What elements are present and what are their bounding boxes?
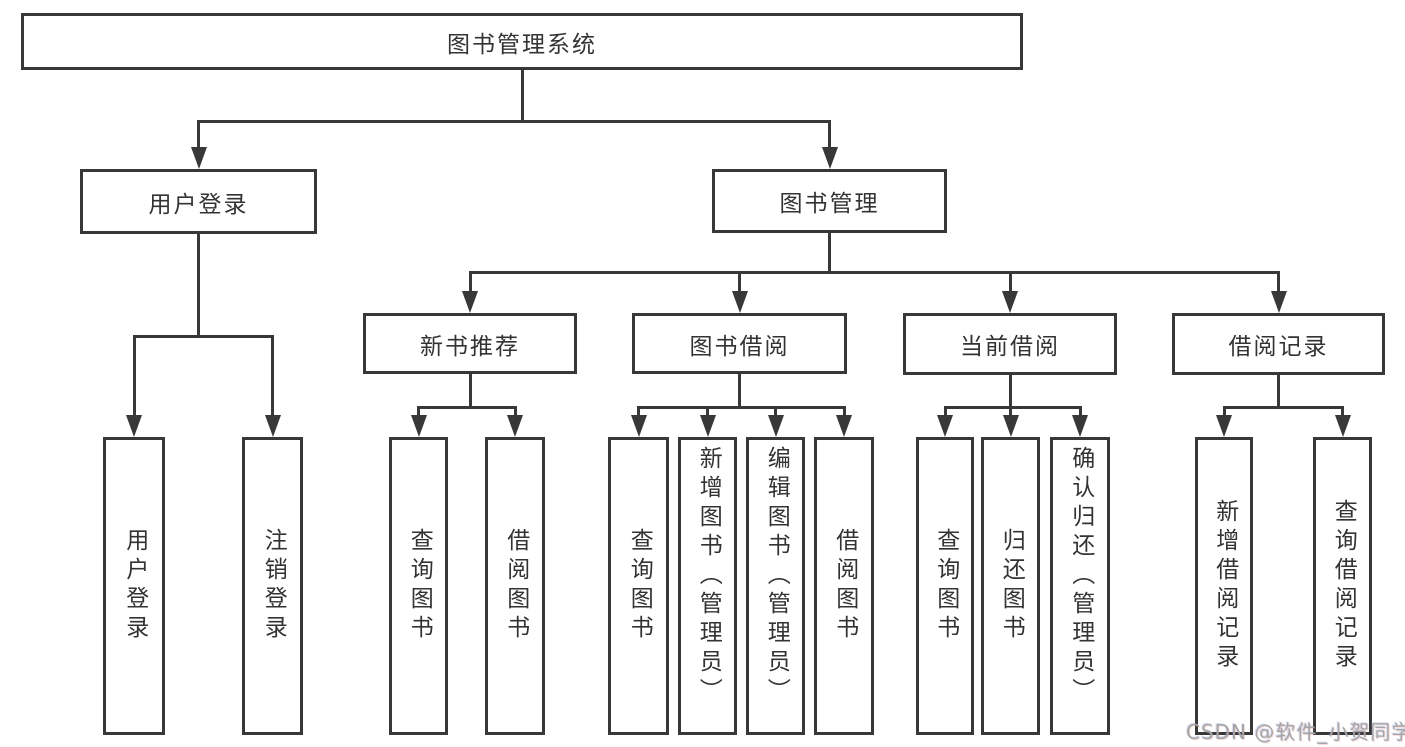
connector-line (738, 374, 741, 406)
connector-arrowhead (126, 415, 142, 437)
connector-line (513, 406, 517, 417)
connector-arrowhead (264, 415, 281, 437)
connector-arrowhead (507, 415, 523, 437)
connector-arrowhead (462, 291, 478, 313)
node-label: 图书管理 (779, 191, 880, 217)
connector-line (417, 406, 420, 417)
connector-line (738, 271, 741, 293)
connector-arrowhead (410, 415, 427, 437)
leaf-label: 借阅图书 (831, 528, 858, 644)
connector-line (1222, 406, 1344, 409)
connector-arrowhead (1334, 415, 1351, 437)
connector-line (197, 234, 200, 335)
leaf-label: 确认归还（管理员） (1067, 446, 1094, 707)
leaf-label: 查询图书 (932, 528, 959, 644)
node-label: 图书管理系统 (447, 31, 597, 58)
connector-line (132, 335, 136, 417)
leaf-label: 注销登录 (260, 528, 287, 644)
leaf-label: 新增图书（管理员） (695, 446, 722, 707)
connector-arrowhead (937, 415, 953, 437)
leaf-label: 归还图书 (998, 528, 1025, 644)
leaf-borrow-books-1: 借阅图书 (485, 437, 545, 735)
connector-arrowhead (190, 147, 207, 169)
connector-line (828, 233, 831, 271)
connector-line (706, 406, 709, 417)
connector-line (637, 406, 846, 409)
connector-line (1008, 271, 1012, 293)
connector-line (132, 335, 274, 338)
connector-arrowhead (1216, 415, 1232, 437)
connector-line (1277, 271, 1280, 293)
leaf-query-borrow-record: 查询借阅记录 (1313, 437, 1372, 735)
leaf-return-book: 归还图书 (981, 437, 1040, 735)
leaf-query-books-2: 查询图书 (608, 437, 669, 735)
connector-line (1277, 375, 1280, 406)
node-label: 用户登录 (148, 191, 249, 218)
connector-line (1009, 406, 1012, 417)
connector-arrowhead (836, 415, 852, 437)
leaf-label: 借阅图书 (502, 528, 529, 644)
connector-line (943, 406, 947, 417)
connector-arrowhead (699, 415, 716, 437)
connector-arrowhead (1072, 415, 1088, 437)
node-book-borrowing: 图书借阅 (632, 313, 847, 374)
node-label: 当前借阅 (960, 334, 1060, 360)
leaf-label: 新增借阅记录 (1211, 499, 1238, 673)
leaf-edit-book-admin: 编辑图书（管理员） (746, 437, 805, 735)
leaf-user-login: 用户登录 (103, 437, 165, 735)
leaf-query-books-1: 查询图书 (389, 437, 448, 735)
leaf-label: 用户登录 (121, 528, 148, 644)
leaf-label: 查询图书 (406, 528, 433, 644)
connector-line (468, 271, 472, 293)
leaf-logout: 注销登录 (242, 437, 303, 735)
leaf-confirm-return-admin: 确认归还（管理员） (1050, 437, 1110, 735)
connector-line (197, 120, 200, 149)
node-new-book-recommend: 新书推荐 (363, 313, 577, 374)
leaf-add-borrow-record: 新增借阅记录 (1195, 437, 1253, 735)
connector-arrowhead (1270, 291, 1287, 313)
connector-arrowhead (821, 147, 838, 169)
connector-arrowhead (731, 291, 748, 313)
connector-line (197, 120, 831, 123)
connector-arrowhead (767, 415, 784, 437)
node-label: 借阅记录 (1228, 334, 1329, 360)
node-borrow-records: 借阅记录 (1172, 313, 1385, 375)
node-user-login: 用户登录 (80, 169, 317, 234)
connector-line (520, 70, 524, 120)
connector-arrowhead (630, 415, 647, 437)
leaf-query-books-3: 查询图书 (916, 437, 974, 735)
connector-line (637, 406, 640, 417)
connector-line (468, 374, 472, 406)
connector-line (943, 406, 1082, 409)
connector-arrowhead (1002, 291, 1018, 313)
connector-line (468, 271, 1280, 274)
leaf-label: 编辑图书（管理员） (763, 446, 790, 707)
connector-line (1222, 406, 1226, 417)
connector-line (1008, 375, 1012, 406)
connector-line (1078, 406, 1082, 417)
node-book-management-system: 图书管理系统 (21, 13, 1023, 70)
node-label: 图书借阅 (689, 333, 790, 360)
leaf-add-book-admin: 新增图书（管理员） (678, 437, 737, 735)
node-current-borrowing: 当前借阅 (903, 313, 1117, 375)
node-book-management: 图书管理 (712, 169, 947, 233)
connector-arrowhead (1002, 415, 1019, 437)
connector-line (417, 406, 517, 409)
leaf-label: 查询借阅记录 (1330, 499, 1357, 673)
leaf-borrow-books-2: 借阅图书 (814, 437, 874, 735)
connector-line (828, 120, 831, 149)
connector-line (774, 406, 777, 417)
csdn-watermark: CSDN @软件_小贺同学 (1186, 720, 1405, 744)
node-label: 新书推荐 (420, 333, 520, 360)
connector-line (271, 335, 274, 417)
leaf-label: 查询图书 (626, 528, 653, 644)
connector-line (1341, 406, 1344, 417)
connector-line (842, 406, 846, 417)
